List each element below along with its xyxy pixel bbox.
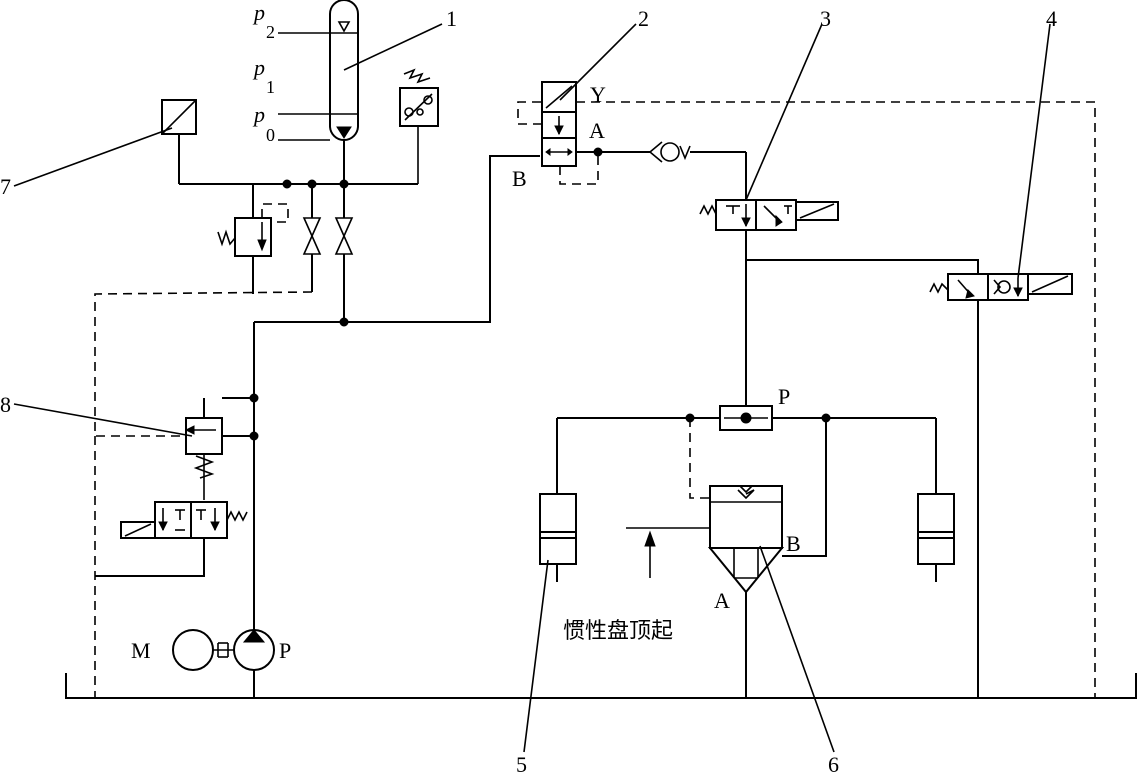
valve-3 [699, 199, 839, 406]
caption-text: 惯性盘顶起 [563, 619, 673, 644]
valve-2 [517, 81, 1096, 698]
pump-label: P [279, 638, 291, 663]
cylinder-6 [626, 418, 827, 698]
main-pressure-line [254, 155, 540, 323]
callout-7: 7 [0, 174, 11, 199]
valve-4 [929, 273, 1073, 698]
pressure-sensor [161, 99, 197, 184]
callout-leaders [13, 23, 1051, 753]
unloading-valve [184, 397, 254, 500]
shuttle-block [557, 405, 936, 431]
motor [172, 629, 234, 671]
callout-5: 5 [516, 752, 527, 776]
shutoff-valve-1 [302, 184, 322, 292]
lift-arrow [644, 530, 656, 578]
pump [233, 629, 275, 671]
valve2-a-label: A [589, 118, 605, 143]
junction-dot [282, 179, 292, 189]
cylinder-5 [539, 418, 577, 582]
p0-subscript: 0 [266, 125, 275, 145]
p0-label: p [252, 102, 265, 127]
junction-dot [593, 147, 603, 157]
callout-6: 6 [828, 752, 839, 776]
check-valve [648, 141, 747, 202]
p2-subscript: 2 [266, 22, 275, 42]
p1-label: p [252, 55, 265, 80]
line-to-valve-4 [746, 259, 979, 274]
p2-label: p [252, 0, 265, 25]
shutoff-valve-2 [334, 184, 354, 322]
callout-8: 8 [0, 392, 11, 417]
callout-4: 4 [1046, 6, 1057, 31]
callout-1: 1 [446, 6, 457, 31]
junction-dot [339, 317, 349, 327]
cyl6-a-label: A [714, 588, 730, 613]
tank-line [65, 673, 1137, 699]
accumulator [278, 0, 359, 141]
valve2-b-label: B [512, 166, 527, 191]
motor-label: M [131, 638, 151, 663]
solenoid-valve-left [95, 501, 248, 577]
cylinder-right [917, 418, 955, 582]
shuttle-p-label: P [778, 384, 790, 409]
pressure-switch [399, 68, 439, 184]
cyl6-b-label: B [786, 531, 801, 556]
callout-3: 3 [820, 6, 831, 31]
y-port-label: Y [590, 82, 606, 107]
relief-valve [217, 184, 289, 294]
callout-2: 2 [638, 6, 649, 31]
pilot-line-left [94, 291, 313, 437]
p1-subscript: 1 [266, 77, 275, 97]
